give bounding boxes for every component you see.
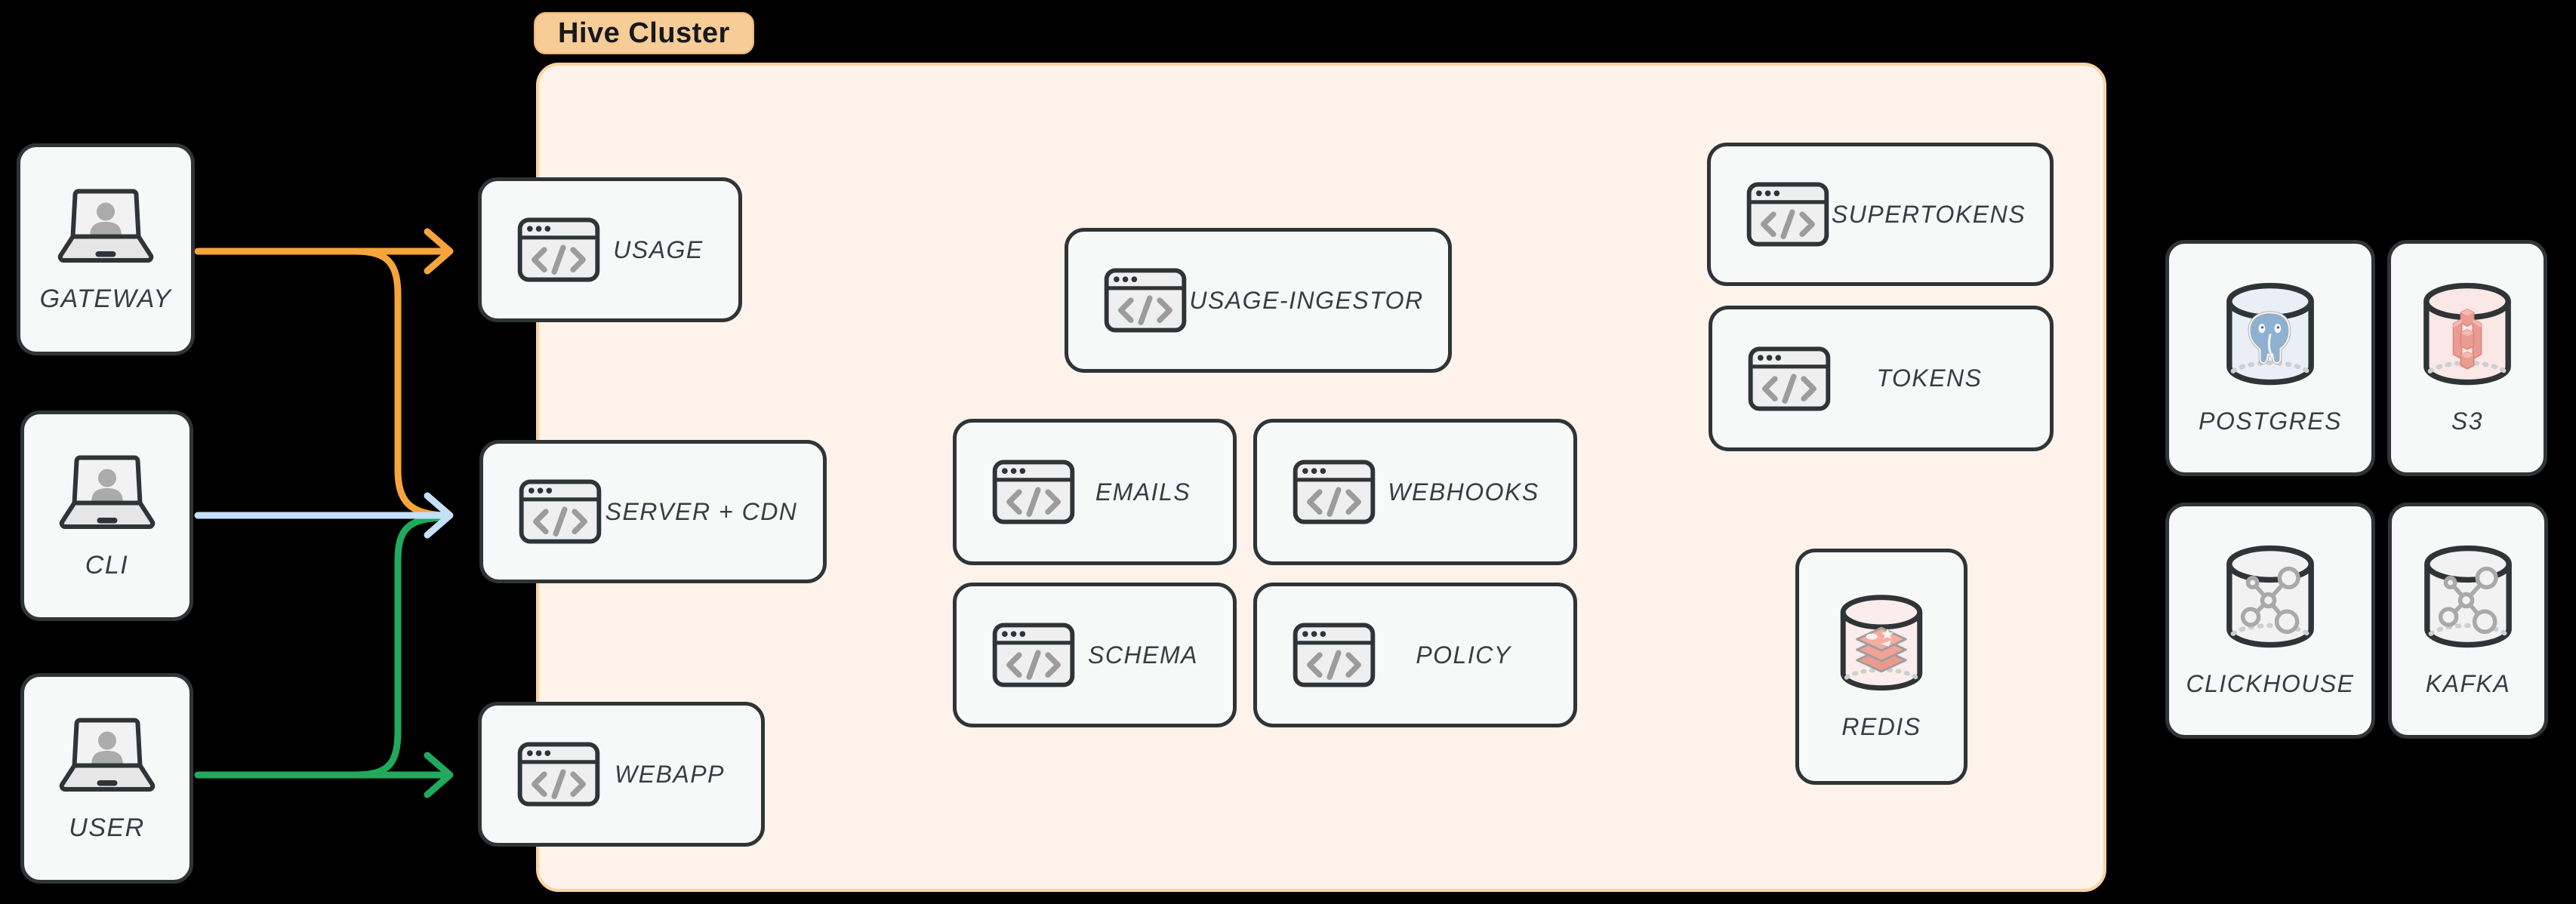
cli-to-servercdn-arrowhead — [424, 492, 454, 539]
code-window-icon — [519, 479, 602, 544]
code-window-icon — [1293, 460, 1376, 524]
node-gateway: GATEWAY — [17, 143, 195, 355]
node-label: EMAILS — [1095, 478, 1191, 506]
node-label: WEBHOOKS — [1388, 478, 1539, 506]
node-label: S3 — [2451, 407, 2484, 435]
node-label: KAFKA — [2425, 670, 2511, 697]
gateway-to-usage-arrowhead — [424, 228, 454, 275]
node-label: SERVER + CDN — [605, 497, 798, 525]
code-window-icon — [992, 460, 1075, 524]
node-label: USAGE — [613, 235, 704, 263]
node-kafka: KAFKA — [2388, 503, 2548, 739]
node-webapp: WEBAPP — [478, 702, 765, 847]
code-window-icon — [517, 217, 600, 282]
postgres-cylinder-icon — [2226, 282, 2314, 386]
node-label: CLI — [85, 550, 129, 580]
node-label: SCHEMA — [1088, 641, 1198, 669]
laptop-user-icon — [57, 189, 154, 263]
node-redis: REDIS — [1795, 549, 1967, 785]
redis-cylinder-icon — [1840, 595, 1923, 691]
node-label: WEBAPP — [615, 760, 725, 788]
node-label: TOKENS — [1876, 364, 1983, 392]
node-s3: S3 — [2387, 240, 2547, 476]
node-label: CLICKHOUSE — [2186, 670, 2355, 697]
molecule-cylinder-icon — [2424, 545, 2512, 648]
code-window-icon — [992, 623, 1075, 687]
node-tokens: TOKENS — [1709, 306, 2054, 451]
node-label: USER — [69, 813, 145, 842]
user-to-webapp-arrowhead — [424, 752, 454, 798]
node-clickhouse: CLICKHOUSE — [2165, 503, 2375, 739]
node-user: USER — [20, 673, 193, 884]
code-window-icon — [1746, 182, 1829, 247]
node-usage: USAGE — [478, 177, 742, 322]
s3-cylinder-icon — [2423, 282, 2511, 386]
hive-cluster-badge: Hive Cluster — [534, 12, 754, 54]
node-cli: CLI — [20, 410, 193, 621]
node-postgres: POSTGRES — [2165, 240, 2375, 476]
hive-cluster-label: Hive Cluster — [558, 17, 730, 49]
laptop-user-icon — [59, 455, 155, 529]
node-label: POLICY — [1416, 641, 1511, 669]
node-label: USAGE-INGESTOR — [1189, 286, 1424, 314]
node-schema: SCHEMA — [953, 583, 1237, 727]
laptop-user-icon — [59, 718, 155, 792]
code-window-icon — [1104, 268, 1187, 333]
code-window-icon — [517, 742, 600, 807]
node-label: REDIS — [1841, 713, 1921, 740]
node-policy: POLICY — [1253, 583, 1577, 727]
node-label: SUPERTOKENS — [1831, 200, 2026, 228]
node-emails: EMAILS — [953, 419, 1237, 565]
node-supertokens: SUPERTOKENS — [1707, 143, 2054, 286]
code-window-icon — [1293, 623, 1376, 687]
node-usage-ingestor: USAGE-INGESTOR — [1065, 228, 1452, 373]
node-label: GATEWAY — [39, 284, 172, 313]
node-server-cdn: SERVER + CDN — [479, 440, 827, 583]
user-to-servercdn-arrow — [351, 514, 448, 779]
code-window-icon — [1748, 346, 1831, 411]
node-webhooks: WEBHOOKS — [1253, 419, 1577, 565]
molecule-cylinder-icon — [2226, 545, 2314, 648]
node-label: POSTGRES — [2199, 407, 2342, 435]
gateway-to-servercdn-arrow — [351, 248, 448, 519]
